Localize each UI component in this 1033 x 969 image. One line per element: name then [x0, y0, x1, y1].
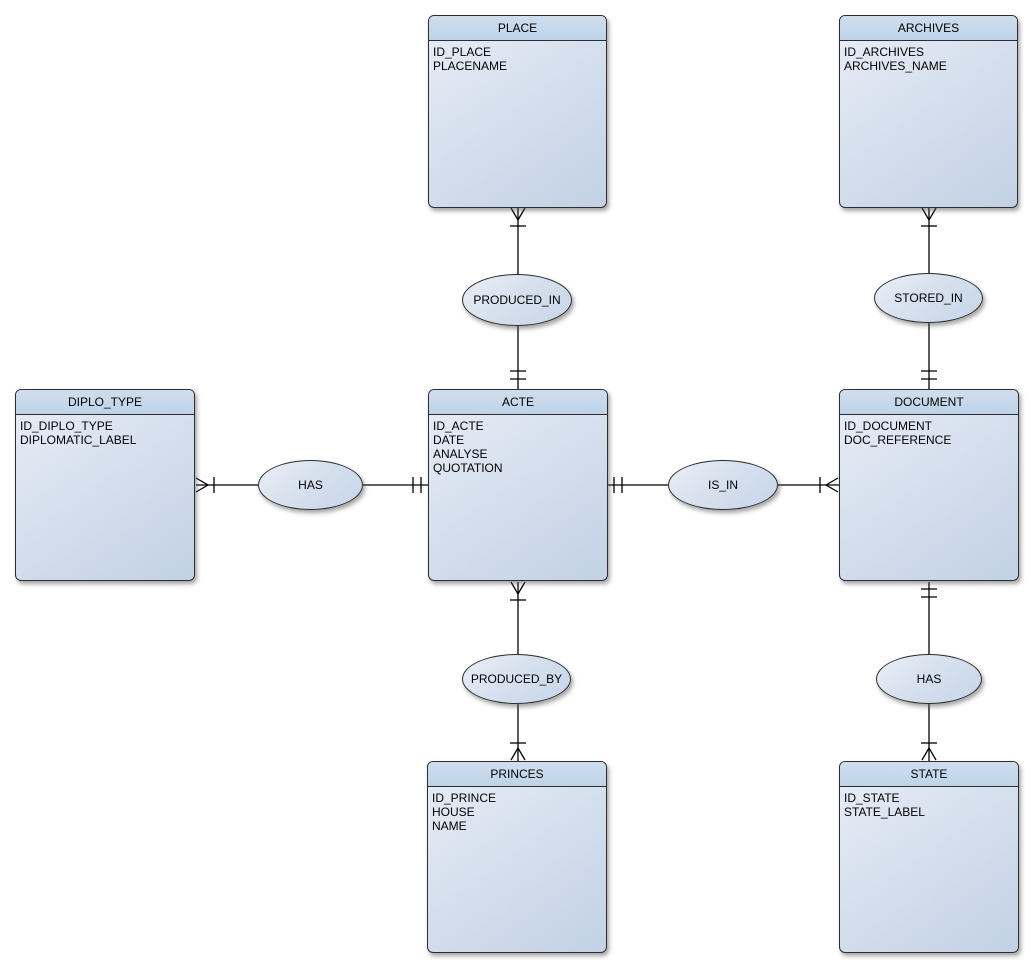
attribute: STATE_LABEL	[844, 805, 925, 819]
relationship-label: IS_IN	[707, 478, 738, 492]
attribute: ID_PLACE	[433, 45, 492, 59]
cardinality-crow-foot-icon	[824, 477, 839, 493]
cardinality-double-bar-icon	[510, 370, 526, 380]
attribute: PLACENAME	[433, 59, 508, 73]
connector-acte-is-in[interactable]	[608, 477, 839, 493]
entity-state-attributes: ID_STATE STATE_LABEL	[840, 787, 1018, 823]
connector-diplo-type-has[interactable]	[195, 477, 428, 493]
relationship-is-in[interactable]: IS_IN	[668, 460, 778, 510]
entity-place[interactable]: PLACE ID_PLACE PLACENAME	[428, 15, 607, 208]
cardinality-crow-foot-icon	[195, 477, 210, 493]
entity-archives[interactable]: ARCHIVES ID_ARCHIVES ARCHIVES_NAME	[839, 15, 1018, 208]
cardinality-crow-foot-icon	[510, 207, 526, 222]
cardinality-crow-foot-icon	[510, 581, 526, 596]
entity-princes-attributes: ID_PRINCE HOUSE NAME	[428, 787, 606, 837]
entity-diplo-type-title: DIPLO_TYPE	[16, 390, 194, 415]
entity-state-title: STATE	[840, 762, 1018, 787]
entity-diplo-type-attributes: ID_DIPLO_TYPE DIPLOMATIC_LABEL	[16, 415, 194, 451]
relationship-has-diplo[interactable]: HAS	[258, 460, 363, 510]
connector-document-has[interactable]	[921, 582, 937, 761]
attribute: DIPLOMATIC_LABEL	[20, 433, 137, 447]
cardinality-double-bar-icon	[613, 477, 623, 493]
relationship-label: STORED_IN	[894, 291, 963, 305]
attribute: ANALYSE	[433, 447, 488, 461]
entity-acte[interactable]: ACTE ID_ACTE DATE ANALYSE QUOTATION	[428, 389, 608, 581]
connector-place-produced-in[interactable]	[510, 207, 526, 389]
entity-acte-title: ACTE	[429, 390, 607, 415]
relationship-stored-in[interactable]: STORED_IN	[874, 273, 983, 323]
attribute: DATE	[433, 433, 465, 447]
cardinality-crow-foot-icon	[510, 746, 526, 761]
entity-place-title: PLACE	[429, 16, 606, 41]
cardinality-double-bar-icon	[921, 370, 937, 380]
attribute: ID_DOCUMENT	[844, 419, 933, 433]
cardinality-crow-foot-icon	[921, 746, 937, 761]
attribute: ID_PRINCE	[432, 791, 497, 805]
relationship-produced-by[interactable]: PRODUCED_BY	[462, 654, 571, 704]
cardinality-double-bar-icon	[921, 588, 937, 598]
cardinality-crow-foot-icon	[921, 207, 937, 222]
attribute: ID_STATE	[844, 791, 900, 805]
relationship-produced-in[interactable]: PRODUCED_IN	[462, 274, 572, 326]
connector-acte-produced-by[interactable]	[510, 581, 526, 761]
attribute: DOC_REFERENCE	[844, 433, 952, 447]
entity-document-title: DOCUMENT	[840, 390, 1018, 415]
entity-document-attributes: ID_DOCUMENT DOC_REFERENCE	[840, 415, 1018, 451]
attribute: HOUSE	[432, 805, 475, 819]
entity-diplo-type[interactable]: DIPLO_TYPE ID_DIPLO_TYPE DIPLOMATIC_LABE…	[15, 389, 195, 581]
attribute: ID_DIPLO_TYPE	[20, 419, 113, 433]
entity-princes[interactable]: PRINCES ID_PRINCE HOUSE NAME	[427, 761, 607, 953]
entity-archives-title: ARCHIVES	[840, 16, 1017, 41]
relationship-label: HAS	[916, 672, 942, 686]
entity-princes-title: PRINCES	[428, 762, 606, 787]
attribute: ID_ARCHIVES	[844, 45, 925, 59]
attribute: ARCHIVES_NAME	[844, 59, 947, 73]
attribute: QUOTATION	[433, 461, 503, 475]
entity-archives-attributes: ID_ARCHIVES ARCHIVES_NAME	[840, 41, 1017, 77]
attribute: NAME	[432, 819, 467, 833]
relationship-label: HAS	[298, 478, 323, 492]
cardinality-double-bar-icon	[412, 477, 422, 493]
relationship-label: PRODUCED_BY	[470, 672, 563, 686]
connector-archives-stored-in[interactable]	[921, 207, 937, 389]
entity-state[interactable]: STATE ID_STATE STATE_LABEL	[839, 761, 1019, 953]
relationship-label: PRODUCED_IN	[473, 293, 561, 307]
attribute: ID_ACTE	[433, 419, 484, 433]
entity-place-attributes: ID_PLACE PLACENAME	[429, 41, 606, 77]
relationship-has-state[interactable]: HAS	[876, 654, 982, 704]
entity-document[interactable]: DOCUMENT ID_DOCUMENT DOC_REFERENCE	[839, 389, 1019, 581]
entity-acte-attributes: ID_ACTE DATE ANALYSE QUOTATION	[429, 415, 607, 479]
